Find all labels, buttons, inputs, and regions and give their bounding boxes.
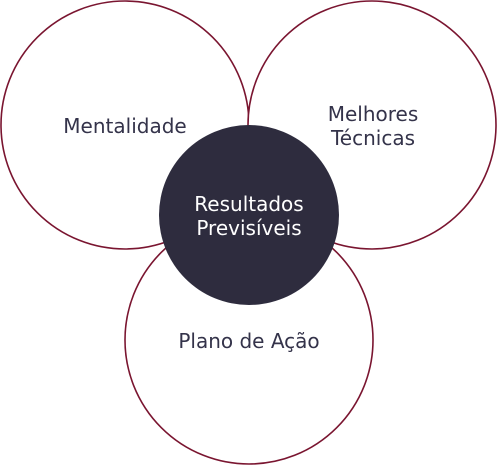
label-melhores: Melhores bbox=[328, 102, 419, 126]
label-plano-de-acao: Plano de Ação bbox=[178, 329, 319, 353]
label-resultados: Resultados bbox=[194, 192, 303, 216]
label-mentalidade: Mentalidade bbox=[63, 114, 186, 138]
label-previsiveis: Previsíveis bbox=[196, 216, 301, 240]
label-tecnicas: Técnicas bbox=[330, 126, 415, 150]
circle-center bbox=[159, 125, 339, 305]
